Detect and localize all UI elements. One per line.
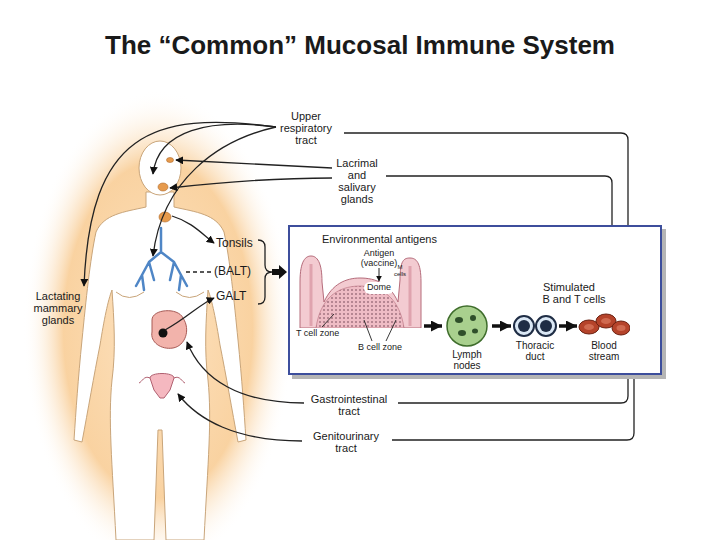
red-cell-center — [584, 324, 594, 330]
return-line — [392, 375, 634, 440]
red-cell-center — [617, 325, 626, 331]
node-label: Blood stream — [578, 340, 630, 362]
text-label: M cells — [392, 264, 408, 278]
leader-line — [386, 320, 396, 341]
red-cell-center — [601, 318, 611, 324]
body-glow — [23, 90, 293, 540]
leader-arrow — [176, 160, 332, 168]
leader-arrow — [153, 127, 276, 256]
lymphocyte-nucleus — [518, 320, 530, 332]
breast-line — [116, 292, 144, 298]
leader-arrow — [84, 122, 276, 286]
lymphocyte — [536, 316, 556, 336]
leader-arrow — [165, 298, 214, 330]
lymphocyte — [514, 316, 534, 336]
leader-line — [364, 320, 372, 341]
bold-arrow — [272, 265, 287, 279]
text-label: B cell zone — [358, 341, 428, 353]
red-cell — [612, 321, 630, 335]
villus-tissue — [300, 256, 421, 328]
germinal-center — [472, 329, 478, 334]
bracket — [258, 240, 272, 304]
leader-arrow — [187, 342, 304, 403]
uterine-tube — [139, 377, 185, 383]
breast-line — [176, 292, 204, 298]
node-label: Dome — [364, 282, 394, 294]
leader-arrow — [170, 178, 332, 188]
bronchial-tree — [136, 228, 187, 290]
flow-arrow — [492, 324, 511, 328]
text-label: Genitourinary tract — [303, 430, 389, 454]
germinal-center — [455, 317, 463, 323]
lymphoid-panel: Environmental antigensDomeLymph nodes Tho… — [288, 225, 662, 375]
leader-arrow — [178, 394, 302, 441]
node-label: Lymph nodes — [443, 349, 491, 371]
dome-patch: Dome — [298, 252, 423, 328]
leader-arrow — [172, 216, 214, 243]
text-label: Lacrimal and salivary glands — [330, 157, 384, 205]
flow-arrow — [424, 324, 442, 328]
dashed-leader — [186, 271, 212, 272]
lymphocyte-nucleus — [540, 320, 552, 332]
text-label: Lactating mammary glands — [30, 290, 86, 326]
intestine — [152, 311, 187, 349]
node-label: Thoracic duct — [512, 340, 558, 362]
lacrimal-gland — [167, 158, 174, 163]
blood-cells: Blood stream — [578, 306, 630, 368]
thoracic-duct-cells: Thoracic duct — [512, 308, 558, 368]
text-label: Antigen (vaccine) — [356, 248, 402, 268]
germinal-center — [458, 330, 466, 336]
salivary-gland — [158, 183, 168, 191]
antigen-arrow — [379, 268, 380, 281]
germinal-center — [470, 315, 476, 321]
lymph-node-capsule — [447, 306, 487, 346]
dome-patch-shape — [298, 252, 423, 328]
node-label: Environmental antigens — [322, 233, 542, 245]
diagram-title: The “Common” Mucosal Immune System — [0, 30, 720, 60]
text-label: Stimulated B and T cells — [540, 281, 608, 305]
text-label: Tonsils — [216, 237, 264, 249]
text-label: GALT — [216, 290, 264, 302]
flow-arrow — [559, 324, 577, 328]
uterus — [150, 374, 174, 399]
text-label: T cell zone — [296, 327, 366, 339]
return-line — [398, 375, 628, 403]
leader-line — [322, 314, 334, 327]
lymph-node: Lymph nodes — [443, 305, 491, 373]
text-label: Upper respiratory tract — [273, 110, 339, 146]
text-label: (BALT) — [214, 265, 264, 277]
text-label: Gastrointestinal tract — [303, 393, 395, 417]
